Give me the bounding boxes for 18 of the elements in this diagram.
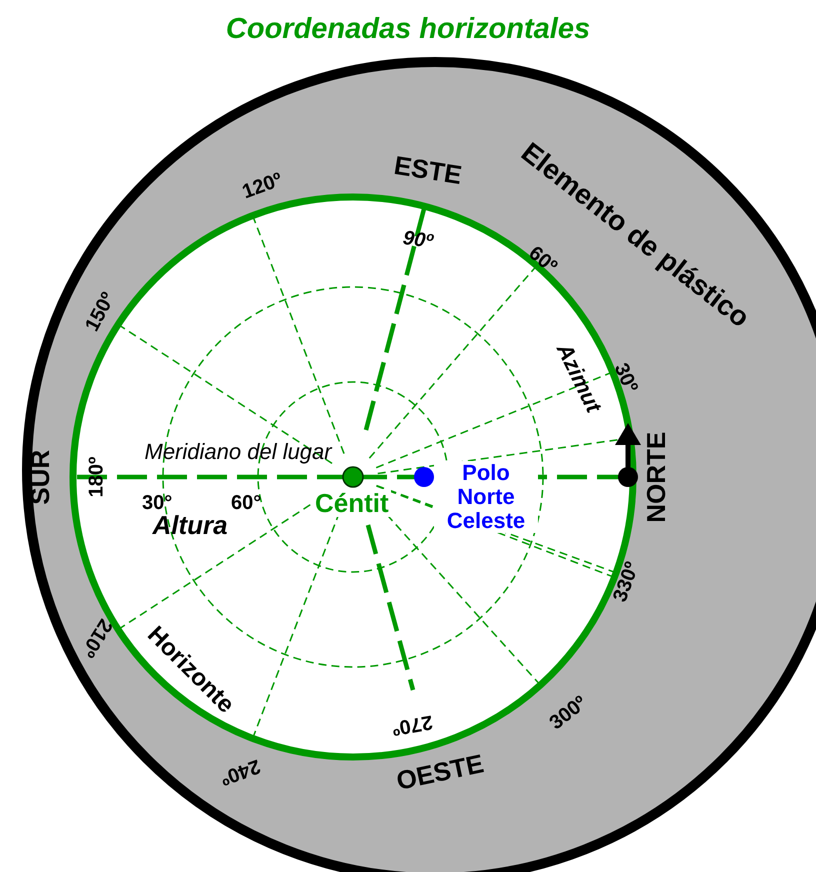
- degree-label: 90º: [402, 227, 434, 253]
- degree-label: 150º: [80, 288, 120, 336]
- degree-label: 240º: [216, 754, 263, 790]
- pole-label: Polo Norte Celeste: [434, 460, 538, 534]
- title: Coordenadas horizontales: [224, 14, 592, 46]
- altitude-degree-label: 60°: [231, 492, 262, 514]
- meridian-label: Meridiano del lugar: [144, 440, 332, 464]
- zenith-label: Céntit: [313, 488, 391, 518]
- degree-label: 300º: [545, 692, 591, 734]
- degree-label: 180º: [84, 456, 107, 498]
- degree-label: 270º: [390, 710, 434, 740]
- direction-label: OESTE: [394, 748, 486, 795]
- degree-label: 30º: [610, 360, 642, 396]
- degree-label: 120º: [238, 168, 285, 204]
- degree-label: 330º: [608, 559, 644, 605]
- direction-label: ESTE: [392, 150, 464, 190]
- direction-label: NORTE: [642, 431, 670, 522]
- degree-label: 60º: [524, 242, 562, 278]
